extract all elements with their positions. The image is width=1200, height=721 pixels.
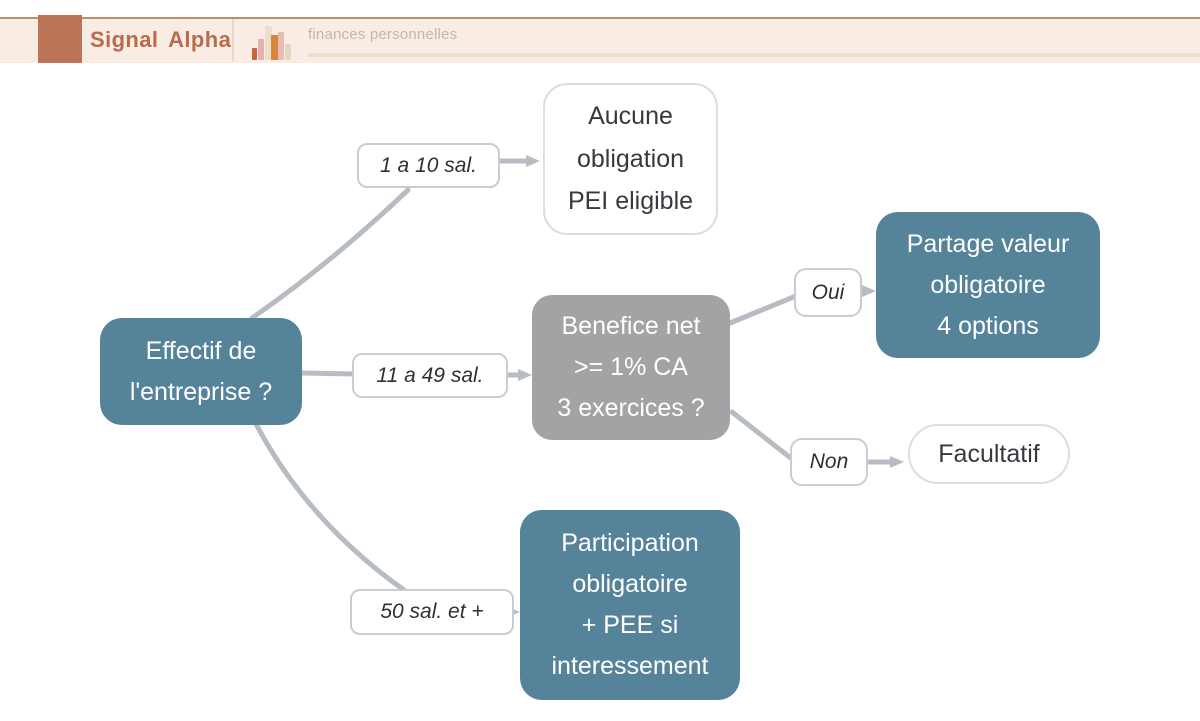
brand-title: Signal Alpha (90, 27, 232, 52)
node-participation-obligatoire[interactable]: Participation obligatoire + PEE si inter… (520, 510, 740, 700)
edge-label-11-a-49-sal[interactable]: 11 a 49 sal. (352, 353, 508, 398)
node-text-line: PEI eligible (567, 187, 694, 216)
node-text-line: obligation (576, 144, 685, 173)
node-aucune-obligation[interactable]: Aucune obligation PEI eligible (543, 83, 718, 235)
node-text-line: 4 options (937, 311, 1039, 340)
node-text-line: Facultatif (938, 439, 1040, 468)
node-text-line: Aucune (588, 102, 673, 131)
edge-label-text: 11 a 49 sal. (376, 363, 484, 387)
brand-home-link[interactable]: Signal Alpha (90, 17, 231, 63)
node-facultatif[interactable]: Facultatif (908, 424, 1070, 484)
node-text-line: 3 exercices ? (557, 394, 705, 422)
node-text-line: + PEE si (581, 611, 679, 639)
edge-label-text: 50 sal. et + (380, 600, 484, 623)
edge-label-non[interactable]: Non (790, 438, 868, 486)
edge-label-text: Non (809, 450, 849, 473)
node-benefice-net-condition[interactable]: Benefice net >= 1% CA 3 exercices ? (532, 295, 730, 440)
edge-root-to-large (253, 421, 407, 593)
node-text-line: l'entreprise ? (129, 377, 273, 406)
edge-label-1-a-10-sal[interactable]: 1 a 10 sal. (357, 143, 500, 188)
nav-item-label: finances personnelles (308, 26, 458, 43)
edge-label-text: Oui (811, 280, 845, 304)
edge-root-to-medium (298, 370, 357, 377)
node-text-line: Participation (561, 529, 699, 557)
node-partage-valeur-obligatoire[interactable]: Partage valeur obligatoire 4 options (876, 212, 1100, 358)
edge-root-to-small (249, 187, 411, 321)
edge-label-oui[interactable]: Oui (794, 268, 862, 317)
node-text-line: Partage valeur (906, 229, 1070, 258)
node-effectif-entreprise[interactable]: Effectif de l'entreprise ? (100, 318, 302, 425)
edge-benefice-to-non (729, 409, 795, 462)
nav-item-finances-personnelles[interactable]: finances personnelles (308, 26, 457, 44)
node-text-line: >= 1% CA (574, 353, 688, 381)
bar-chart-icon (252, 24, 294, 60)
node-text-line: interessement (551, 652, 709, 680)
brand-logo-square (38, 15, 82, 63)
node-text-line: obligatoire (930, 270, 1046, 299)
node-text-line: obligatoire (572, 570, 688, 598)
nav-underline (308, 53, 1200, 57)
edge-label-50-sal-et-plus[interactable]: 50 sal. et + (350, 589, 514, 635)
header-divider (232, 19, 234, 61)
edge-label-text: 1 a 10 sal. (380, 153, 477, 177)
node-text-line: Benefice net (561, 312, 701, 340)
edge-benefice-to-oui (727, 293, 799, 326)
node-text-line: Effectif de (145, 336, 257, 365)
decision-tree-canvas: Effectif de l'entreprise ? 1 a 10 sal. 1… (0, 63, 1200, 721)
